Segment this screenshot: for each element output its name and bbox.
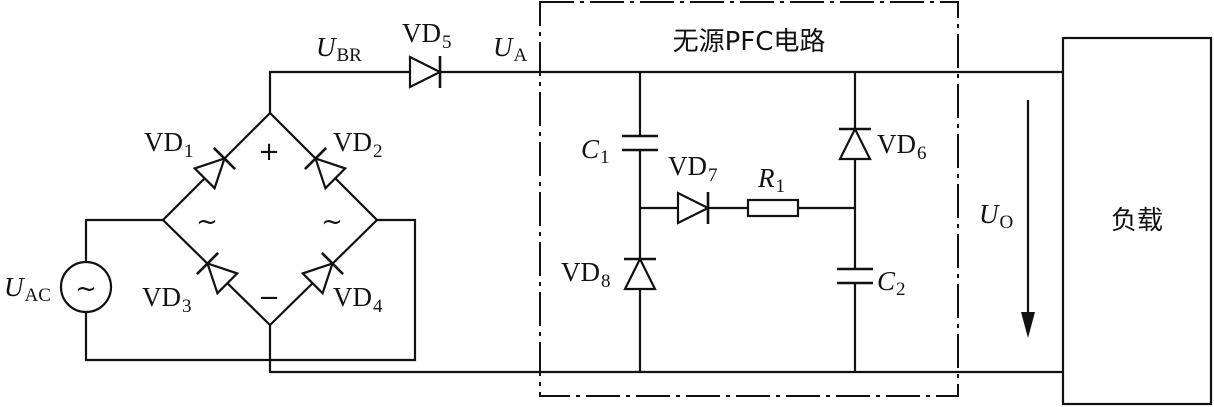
label-bridge-plus: +: [258, 137, 280, 167]
diode-vd2: [303, 146, 348, 191]
label-c2: C2: [877, 266, 906, 300]
label-bridge-tilde-left: ~: [196, 207, 218, 237]
label-vd1: VD1: [144, 127, 194, 162]
load-label: 负载: [1111, 206, 1163, 236]
label-vd4: VD4: [333, 282, 383, 317]
label-vd3: VD3: [142, 282, 192, 317]
label-u-ac: UAC: [4, 272, 51, 306]
bridge-diamond: [161, 111, 379, 327]
output-voltage-arrow: [1021, 100, 1035, 338]
label-vd5: VD5: [402, 18, 452, 53]
label-u-a: UA: [493, 32, 528, 66]
label-vd8: VD8: [561, 257, 611, 292]
label-bridge-minus: −: [258, 283, 280, 313]
diode-vd8: [623, 256, 657, 291]
diode-vd6: [838, 126, 872, 161]
label-u-o: UO: [979, 199, 1013, 233]
diode-vd4: [300, 251, 345, 296]
label-vd7: VD7: [668, 151, 718, 186]
wire-bottom-rail: [268, 325, 1063, 374]
label-bridge-tilde-right: ~: [321, 207, 343, 237]
label-vd6: VD6: [877, 129, 927, 164]
ac-source-symbol: ~: [75, 274, 97, 304]
ac-source: [59, 260, 113, 314]
label-vd2: VD2: [333, 127, 383, 162]
label-r1: R1: [757, 163, 785, 197]
load-box: [1061, 36, 1213, 406]
pfc-dashed-boundary: [539, 1, 959, 397]
resistor-r1: [746, 198, 800, 218]
diode-vd5: [408, 55, 443, 89]
diode-vd3: [195, 251, 240, 296]
label-u-br: UBR: [316, 32, 362, 66]
pfc-title: 无源PFC电路: [673, 27, 826, 57]
capacitor-c2: [835, 267, 875, 285]
wires: [84, 70, 1063, 374]
capacitor-c1: [620, 134, 660, 152]
wire-ac-bottom: [84, 218, 417, 362]
wire-ac-left: [84, 218, 163, 262]
wire-top-rail: [268, 70, 1063, 113]
diode-vd1: [192, 146, 237, 191]
diode-vd7: [676, 191, 711, 225]
label-c1: C1: [581, 134, 610, 168]
